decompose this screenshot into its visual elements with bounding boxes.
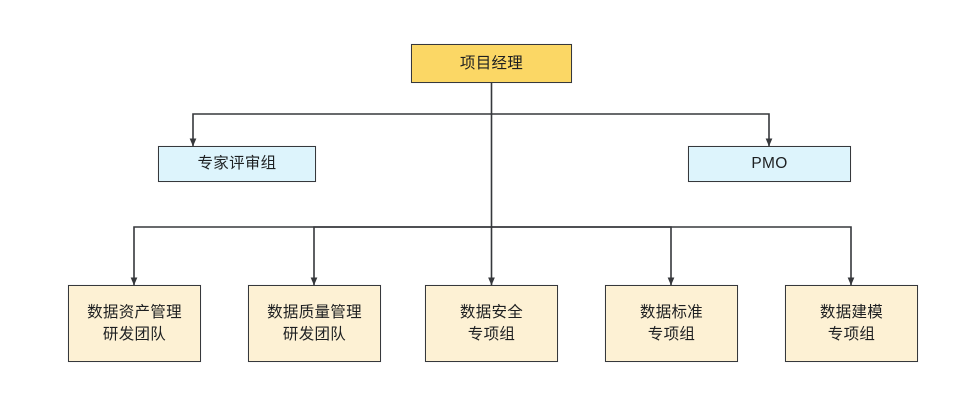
node-label: 数据质量管理 研发团队 — [267, 304, 362, 343]
node-data-standard-team[interactable]: 数据标准 专项组 — [605, 285, 738, 362]
node-pmo[interactable]: PMO — [688, 146, 851, 182]
node-project-manager[interactable]: 项目经理 — [411, 44, 572, 83]
node-label: 数据资产管理 研发团队 — [87, 304, 182, 343]
node-label: 数据安全 专项组 — [459, 304, 524, 343]
edge-to-expert-review-group — [189, 113, 493, 147]
edge-to-data-standard-team — [490, 226, 675, 286]
node-label: 专家评审组 — [197, 155, 277, 173]
node-label: 数据标准 专项组 — [639, 304, 704, 343]
node-data-modeling-team[interactable]: 数据建模 专项组 — [785, 285, 918, 362]
node-expert-review-group[interactable]: 专家评审组 — [158, 146, 316, 182]
node-data-quality-management-team[interactable]: 数据质量管理 研发团队 — [248, 285, 381, 362]
node-label: PMO — [751, 155, 788, 173]
edge-to-data-asset-management-team — [130, 226, 493, 286]
node-label: 项目经理 — [459, 54, 524, 72]
node-data-asset-management-team[interactable]: 数据资产管理 研发团队 — [68, 285, 201, 362]
node-data-security-team[interactable]: 数据安全 专项组 — [425, 285, 558, 362]
edge-to-pmo — [490, 113, 773, 147]
node-label: 数据建模 专项组 — [819, 304, 884, 343]
edge-to-data-modeling-team — [490, 226, 855, 286]
edge-to-data-quality-management-team — [310, 226, 493, 286]
